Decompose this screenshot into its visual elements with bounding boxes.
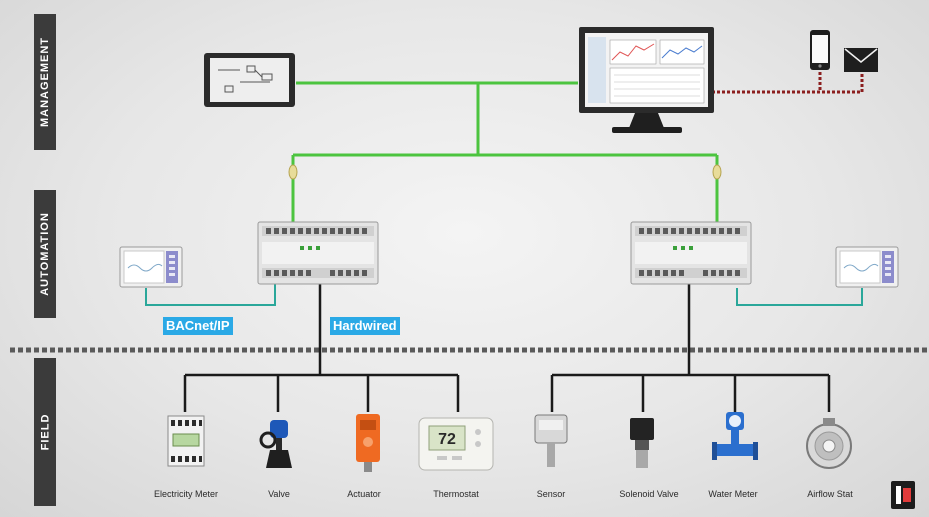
valve-icon bbox=[259, 420, 292, 468]
device-label-sensor: Sensor bbox=[536, 489, 566, 499]
airflow-stat-icon bbox=[806, 418, 852, 469]
monitor-icon bbox=[579, 27, 714, 133]
thermostat-display: 72 bbox=[438, 431, 456, 448]
connector-left bbox=[288, 164, 298, 180]
thermostat-icon: 72 bbox=[418, 417, 494, 471]
envelope-icon bbox=[844, 48, 878, 72]
device-label-solenoid-valve: Solenoid Valve bbox=[619, 489, 679, 499]
solenoid-valve-icon bbox=[630, 418, 654, 468]
connector-right bbox=[712, 164, 722, 180]
smartphone-icon bbox=[810, 30, 830, 70]
tier-management-bar: MANAGEMENT bbox=[34, 14, 56, 150]
tier-field-bar: FIELD bbox=[34, 358, 56, 506]
water-meter-icon bbox=[712, 412, 758, 460]
bacnet-link-left bbox=[145, 283, 276, 306]
field-wiring-lines bbox=[183, 283, 831, 412]
electricity-meter-icon bbox=[167, 415, 205, 467]
notification-line bbox=[712, 72, 864, 94]
tablet-icon bbox=[204, 53, 295, 107]
device-label-actuator: Actuator bbox=[347, 489, 381, 499]
actuator-icon bbox=[356, 414, 380, 472]
controller-right bbox=[630, 221, 752, 285]
bacnet-link-right bbox=[736, 288, 863, 306]
device-label-valve: Valve bbox=[268, 489, 290, 499]
sensor-icon bbox=[534, 414, 568, 467]
controller-left bbox=[257, 221, 379, 285]
bacnet-module-right bbox=[835, 246, 899, 288]
bacnet-ip-label: BACnet/IP bbox=[163, 317, 233, 335]
device-label-thermostat: Thermostat bbox=[433, 489, 479, 499]
brand-logo-icon bbox=[891, 481, 915, 509]
tier-automation-bar: AUTOMATION bbox=[34, 190, 56, 318]
bacnet-module-left bbox=[119, 246, 183, 288]
device-label-electricity-meter: Electricity Meter bbox=[153, 489, 219, 499]
device-label-airflow-stat: Airflow Stat bbox=[807, 489, 853, 499]
device-label-water-meter: Water Meter bbox=[708, 489, 758, 499]
hardwired-label: Hardwired bbox=[330, 317, 400, 335]
